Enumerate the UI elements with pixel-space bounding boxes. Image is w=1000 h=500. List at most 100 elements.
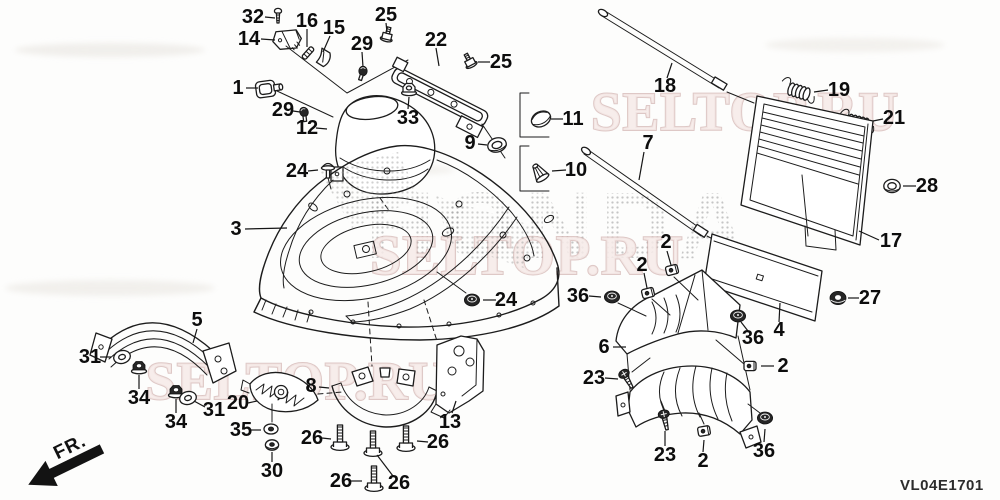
callout-label: 2 <box>777 355 788 377</box>
callout-leader <box>318 386 330 389</box>
bolt-part <box>379 25 396 44</box>
callout-leader <box>315 127 328 130</box>
reference-bracket <box>519 92 550 138</box>
callout-label: 24 <box>495 289 518 311</box>
callout-leader <box>551 169 567 172</box>
callout-label: 16 <box>296 10 318 32</box>
callout-leader <box>416 440 429 443</box>
callout-leader <box>407 96 410 110</box>
callout-label: 18 <box>654 75 676 97</box>
bolt-part <box>463 293 481 307</box>
callout-leader <box>451 400 457 414</box>
callout-leader <box>376 454 394 477</box>
callout-label: 36 <box>753 440 775 462</box>
callout-leader <box>763 428 766 443</box>
diagram-code: VL04E1701 <box>900 477 984 494</box>
callout-leader <box>435 47 440 67</box>
callout-leader <box>477 143 488 146</box>
callout-leader <box>858 230 880 241</box>
deflector-part <box>615 269 762 449</box>
collar-part <box>883 178 901 194</box>
callout-leader <box>192 328 198 344</box>
clip-part <box>664 263 680 277</box>
callout-leader <box>244 227 288 230</box>
knob-part <box>254 78 285 99</box>
callout-leader <box>588 295 602 298</box>
callout-label: 29 <box>272 99 294 121</box>
callout-label: 26 <box>427 431 449 453</box>
callout-label: 33 <box>397 107 419 129</box>
callout-label: 36 <box>567 285 589 307</box>
plug-part <box>528 107 554 131</box>
callout-leader <box>740 321 749 332</box>
callout-label: 30 <box>261 460 283 482</box>
clip-part <box>640 286 656 300</box>
bolt-part <box>459 50 479 71</box>
callout-leader <box>264 16 276 19</box>
nut-part <box>400 82 418 97</box>
callout-label: 32 <box>242 6 264 28</box>
callout-label: 17 <box>880 230 902 252</box>
callout-label: 5 <box>191 309 202 331</box>
callout-leader <box>666 250 672 266</box>
washer-part <box>263 423 279 435</box>
callout-label: 25 <box>490 51 512 73</box>
callout-label: 24 <box>286 160 309 182</box>
callout-label: 2 <box>636 254 647 276</box>
callout-label: 8 <box>305 375 316 397</box>
callout-label: 15 <box>323 17 345 39</box>
rear-panel-part <box>740 95 874 251</box>
callout-label: 31 <box>79 346 101 368</box>
callout-label: 3 <box>230 218 241 240</box>
callout-leader <box>260 38 276 41</box>
bracket-part <box>430 335 485 419</box>
callout-leader <box>385 22 388 33</box>
rod-7-part <box>580 146 733 250</box>
callout-label: 1 <box>232 77 243 99</box>
callout-label: 23 <box>654 444 676 466</box>
callout-label: 26 <box>388 472 410 494</box>
grommet-part <box>829 290 847 306</box>
rod-18-part <box>597 8 755 104</box>
callout-label: 23 <box>583 367 605 389</box>
callout-label: 12 <box>296 117 318 139</box>
callout-leader <box>813 89 829 93</box>
callout-leader <box>643 272 648 289</box>
callout-label: 10 <box>565 159 587 181</box>
callout-label: 14 <box>238 28 261 50</box>
reference-bracket <box>519 145 550 192</box>
callout-leader <box>307 169 319 172</box>
grommet-part <box>485 135 509 155</box>
callout-label: 4 <box>773 319 785 341</box>
callout-label: 27 <box>859 287 881 309</box>
callout-label: 11 <box>562 108 583 130</box>
callout-leader <box>702 439 705 453</box>
fr-arrow: FR. <box>28 430 105 486</box>
callout-label: 36 <box>742 327 764 349</box>
rear-plate-part <box>703 233 823 322</box>
callout-label: 19 <box>828 79 850 101</box>
screw-part <box>273 7 283 24</box>
deck-part <box>253 144 659 395</box>
nut-part <box>603 290 621 304</box>
callout-label: 25 <box>375 4 397 26</box>
callout-label: 26 <box>330 470 352 492</box>
nut-part <box>729 309 747 323</box>
spring-pin-part <box>300 45 316 61</box>
side-guard-part <box>89 322 237 384</box>
callout-label: 34 <box>128 387 151 409</box>
callout-leader <box>778 302 781 323</box>
pin-part <box>357 65 368 82</box>
callout-leader <box>361 51 364 68</box>
callout-label: 2 <box>660 231 671 253</box>
callout-label: 26 <box>301 427 323 449</box>
callout-label: 34 <box>165 411 188 433</box>
callout-label: 22 <box>425 29 447 51</box>
nut-part <box>130 360 148 375</box>
callout-label: 2 <box>697 450 708 472</box>
callout-label: 28 <box>916 175 938 197</box>
callout-leader <box>872 118 884 122</box>
rail-part <box>391 50 506 159</box>
